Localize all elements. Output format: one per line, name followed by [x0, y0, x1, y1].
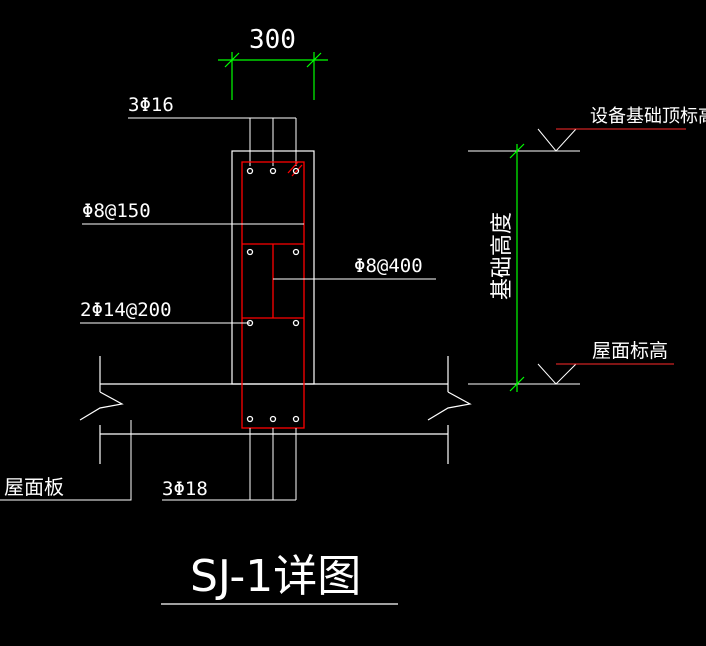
bottom-bars-leader: [162, 428, 297, 501]
roof-elevation-label: 屋面标高: [592, 340, 668, 362]
side-bars-label: 2Φ14@200: [80, 299, 172, 321]
roof-slab-label: 屋面板: [4, 475, 64, 499]
width-dimension: [218, 52, 328, 100]
top-bars-label: 3Φ16: [128, 94, 174, 116]
dimension-width-label: 300: [249, 25, 296, 55]
bottom-bars-label: 3Φ18: [162, 478, 208, 500]
height-dimension: [509, 143, 525, 392]
top-bars-leader: [128, 117, 297, 166]
stirrup-label: Φ8@150: [82, 200, 151, 222]
leader-lines-red: [556, 128, 686, 365]
roof-slab: [79, 356, 472, 464]
drawing-title: SJ-1详图: [190, 551, 361, 602]
elevation-marks: [468, 128, 580, 385]
roof-slab-leader: [0, 420, 132, 501]
foundation-top-elevation-label: 设备基础顶标高: [590, 106, 706, 127]
stirrups: [241, 161, 305, 429]
foundation-height-label: 基础高度: [490, 212, 515, 300]
tie-label: Φ8@400: [354, 255, 423, 277]
